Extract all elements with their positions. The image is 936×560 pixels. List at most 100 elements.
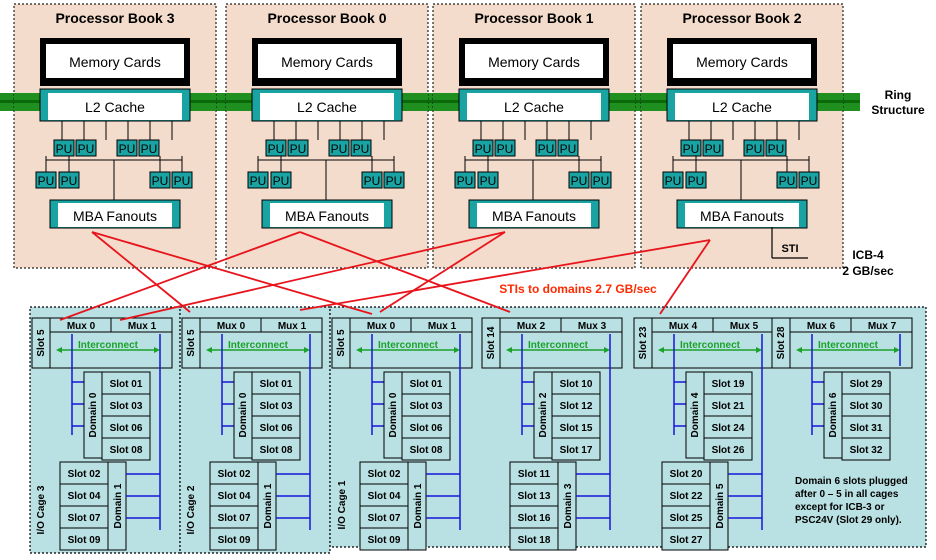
mba-fanouts-label: MBA Fanouts — [285, 208, 369, 224]
memory-cards — [673, 44, 811, 78]
sti-link — [299, 231, 511, 313]
mux-label: Mux 1 — [428, 321, 457, 332]
pu-label: PU — [571, 174, 588, 188]
cage-name: I/O Cage 1 — [337, 480, 348, 529]
pu-chip — [270, 171, 292, 189]
section-header — [331, 317, 473, 369]
pu-chip — [535, 139, 557, 157]
pu-chip — [247, 171, 269, 189]
mux-label: Mux 1 — [278, 321, 307, 332]
slot-name: Slot 08 — [410, 445, 443, 456]
arrow-left — [796, 347, 802, 353]
slot-box — [401, 437, 451, 461]
pu-label: PU — [801, 174, 818, 188]
slot-name: Slot 12 — [560, 401, 593, 412]
slot-name: Slot 09 — [68, 535, 101, 546]
slot-name: Slot 10 — [560, 379, 593, 390]
book-title: Processor Book 3 — [55, 10, 174, 26]
pu-chip — [35, 171, 57, 189]
pu-label: PU — [593, 174, 610, 188]
pu-label: PU — [457, 174, 474, 188]
slot-name: Slot 25 — [670, 513, 703, 524]
sti-domains-label: STIs to domains 2.7 GB/sec — [499, 282, 657, 296]
pu-label: PU — [475, 142, 492, 156]
slot-label: Slot 5 — [36, 329, 47, 357]
slot-name: Slot 06 — [410, 423, 443, 434]
icb-label: ICB-4 — [852, 248, 884, 262]
arrow-right — [454, 347, 460, 353]
arrow-right — [604, 347, 610, 353]
l2-cache-label: L2 Cache — [504, 99, 564, 115]
pu-label: PU — [705, 142, 722, 156]
slot-box — [841, 437, 891, 461]
slot-name: Slot 22 — [670, 491, 703, 502]
mba-fanouts — [477, 203, 591, 227]
domain-label: Domain 0 — [238, 392, 249, 437]
domain-label: Domain 2 — [538, 392, 549, 437]
slot-name: Slot 04 — [368, 491, 401, 502]
interconnect-label: Interconnect — [680, 340, 741, 351]
pu-chip — [138, 139, 160, 157]
pu-label: PU — [364, 174, 381, 188]
sti-link — [379, 231, 506, 313]
slot-label: Slot 23 — [638, 326, 649, 359]
cage-name: I/O Cage 3 — [36, 485, 47, 534]
slot-name: Slot 31 — [850, 423, 883, 434]
slot-name: Slot 02 — [68, 469, 101, 480]
pu-chip — [75, 139, 97, 157]
mux-label: Mux 7 — [868, 321, 897, 332]
note-line: after 0 – 5 in all cages — [795, 489, 899, 500]
slot-name: Slot 27 — [670, 535, 703, 546]
book-title: Processor Book 1 — [474, 10, 593, 26]
arrow-left — [506, 347, 512, 353]
domain-label: Domain 4 — [690, 392, 701, 437]
pu-chip — [361, 171, 383, 189]
pu-chip — [557, 139, 579, 157]
slot-name: Slot 18 — [518, 535, 551, 546]
pu-chip — [328, 139, 350, 157]
section-header — [771, 317, 913, 369]
pu-chip — [383, 171, 405, 189]
mux-label: Mux 0 — [217, 321, 246, 332]
slot-name: Slot 21 — [712, 401, 745, 412]
pu-label: PU — [273, 174, 290, 188]
pu-label: PU — [688, 174, 705, 188]
memory-cards-label: Memory Cards — [281, 54, 373, 70]
sti-link — [91, 231, 191, 313]
slot-name: Slot 09 — [368, 535, 401, 546]
sti-link — [59, 231, 301, 321]
slot-name: Slot 06 — [110, 423, 143, 434]
pu-label: PU — [331, 142, 348, 156]
l2-cache-label: L2 Cache — [297, 99, 357, 115]
slot-name: Slot 24 — [712, 423, 745, 434]
pu-label: PU — [779, 174, 796, 188]
memory-cards-label: Memory Cards — [69, 54, 161, 70]
pu-label: PU — [56, 142, 73, 156]
pu-chip — [798, 171, 820, 189]
l2-cache — [260, 93, 394, 120]
mba-fanouts — [270, 203, 384, 227]
mux-label: Mux 3 — [578, 321, 607, 332]
pu-chip — [685, 171, 707, 189]
slot-name: Slot 01 — [410, 379, 443, 390]
pu-chip — [116, 139, 138, 157]
slot-name: Slot 30 — [850, 401, 883, 412]
slot-name: Slot 20 — [670, 469, 703, 480]
pu-chip — [680, 139, 702, 157]
pu-label: PU — [353, 142, 370, 156]
section-header — [31, 317, 173, 369]
pu-label: PU — [119, 142, 136, 156]
note-line: PSC24V (Slot 29 only). — [795, 515, 902, 526]
slot-name: Slot 08 — [110, 445, 143, 456]
slot-name: Slot 03 — [410, 401, 443, 412]
arrow-right — [154, 347, 160, 353]
interconnect-label: Interconnect — [78, 340, 139, 351]
domain6-note: Domain 6 slots plugged after 0 – 5 in all… — [795, 476, 908, 526]
section-header — [481, 317, 623, 369]
mba-fanouts — [58, 203, 172, 227]
note-line: Domain 6 slots plugged — [795, 476, 908, 487]
